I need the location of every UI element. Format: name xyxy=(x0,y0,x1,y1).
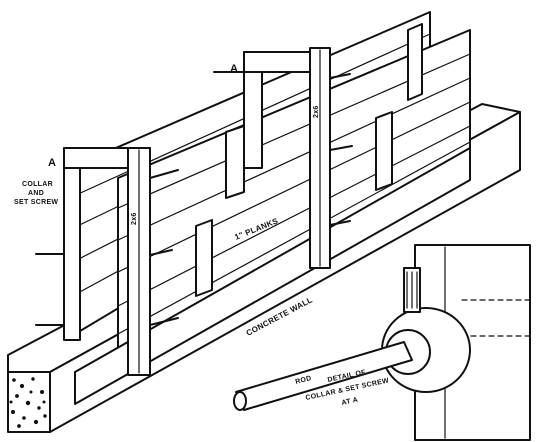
label-rod: ROD xyxy=(295,375,313,386)
cleat xyxy=(225,125,245,199)
detail-inset xyxy=(233,244,531,441)
bolt xyxy=(149,249,173,256)
near-form-panel xyxy=(74,23,471,405)
detail-rod xyxy=(235,341,413,411)
label-set-screw: SET SCREW xyxy=(14,199,58,206)
cleat xyxy=(375,111,393,191)
detail-rod-end xyxy=(233,391,247,411)
bolt xyxy=(329,220,351,226)
cleat xyxy=(407,23,423,101)
bolt xyxy=(149,317,179,326)
bolt xyxy=(329,73,351,79)
right-frame xyxy=(213,47,353,269)
left-back-upright xyxy=(63,147,81,341)
label-detail-3: AT A xyxy=(341,397,359,407)
cleat xyxy=(195,219,213,297)
label-a-left: A xyxy=(48,157,56,169)
bolt xyxy=(329,145,353,151)
label-upright-left: 2x6 xyxy=(131,212,138,225)
left-frame xyxy=(35,147,179,376)
label-collar: COLLAR xyxy=(22,181,53,188)
bolt xyxy=(149,169,179,179)
label-a-top: A xyxy=(230,63,238,75)
label-and: AND xyxy=(28,190,44,197)
label-upright-right: 2x6 xyxy=(313,105,320,118)
wall-end-texture xyxy=(9,377,47,428)
